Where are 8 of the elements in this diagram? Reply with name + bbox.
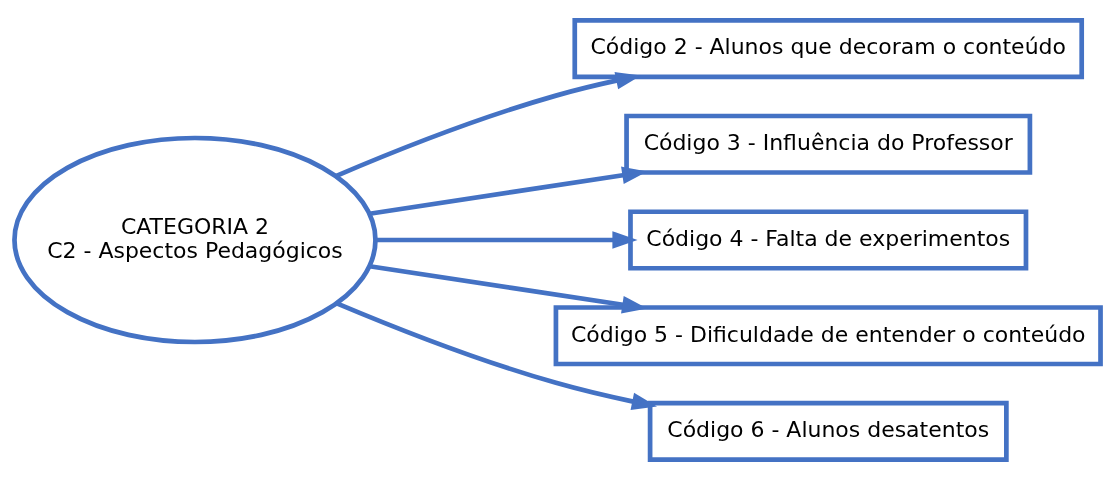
node-ellipse: CATEGORIA 2 C2 - Aspectos Pedagógicos bbox=[12, 135, 378, 344]
node-box: Código 3 - Influência do Professor bbox=[624, 113, 1033, 175]
node-box: Código 5 - Dificuldade de entender o conteúdo bbox=[553, 304, 1103, 366]
arrow bbox=[335, 300, 657, 410]
node-box: Código 2 - Alunos que decoram o conteúdo bbox=[572, 17, 1085, 79]
node-box: Código 6 - Alunos desatentos bbox=[647, 400, 1009, 462]
node-box: Código 4 - Falta de experimentos bbox=[628, 208, 1029, 271]
arrow bbox=[375, 230, 638, 249]
